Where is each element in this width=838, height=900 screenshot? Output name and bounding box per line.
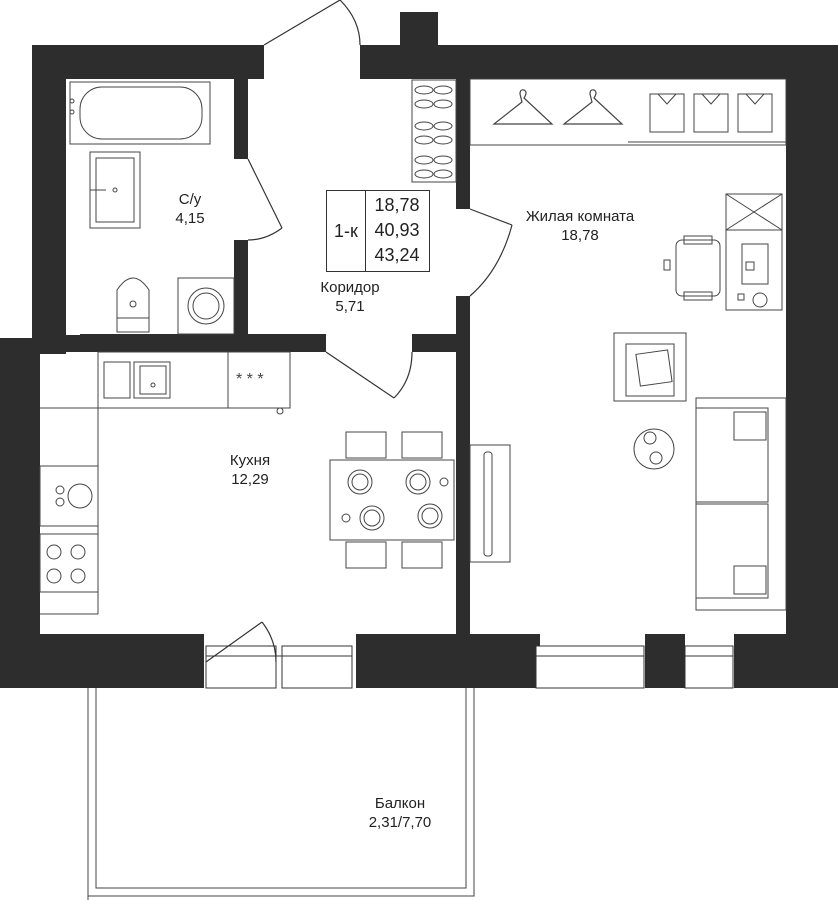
bathroom-name: С/у (178, 191, 202, 208)
corridor-label: Коридор 5,71 (300, 278, 400, 316)
corridor-area: 5,71 (335, 298, 365, 315)
living-room-area: 18,78 (561, 227, 599, 244)
hanger-icon (492, 89, 624, 125)
bathroom-area: 4,15 (175, 210, 205, 227)
corridor-name: Коридор (320, 279, 380, 296)
washing-machine-icon (177, 277, 235, 335)
desk-icon (725, 193, 783, 311)
living-area-value: 18,78 (374, 195, 420, 215)
tv-icon (469, 444, 511, 563)
svg-text:* * *: * * * (236, 371, 264, 388)
bathtub-icon (69, 81, 211, 145)
dining-table-icon (329, 431, 455, 569)
bathroom-label: С/у 4,15 (160, 190, 220, 228)
apartment-summary: 1-к 18,78 40,93 43,24 (326, 190, 430, 272)
balcony-name: Балкон (374, 795, 426, 812)
windows (205, 645, 734, 689)
wardrobe (469, 78, 787, 146)
coffee-table (633, 428, 675, 470)
balcony-area: 2,31/7,70 (368, 814, 432, 831)
kitchen-area: 12,29 (231, 471, 269, 488)
balcony-outline (87, 688, 475, 900)
chair-icon (663, 235, 721, 301)
toilet-icon (116, 277, 150, 333)
shirt-icon (649, 93, 773, 133)
kitchen-label: Кухня 12,29 (210, 451, 290, 489)
apartment-type: 1-к (327, 191, 366, 271)
shoes-icon (411, 79, 457, 183)
living-room-label: Жилая комната 18,78 (510, 207, 650, 245)
sofa-icon (695, 397, 787, 611)
total-with-balcony-value: 43,24 (374, 245, 420, 265)
armchair-icon (613, 332, 687, 402)
sink-icon (89, 151, 141, 229)
stove-icon: * * * (39, 351, 291, 593)
area-values: 18,78 40,93 43,24 (365, 193, 429, 268)
living-room-name: Жилая комната (525, 208, 635, 225)
walls (0, 12, 838, 688)
total-area-value: 40,93 (374, 220, 420, 240)
balcony-label: Балкон 2,31/7,70 (340, 794, 460, 832)
kitchen-name: Кухня (229, 452, 271, 469)
door-icon (205, 0, 513, 663)
